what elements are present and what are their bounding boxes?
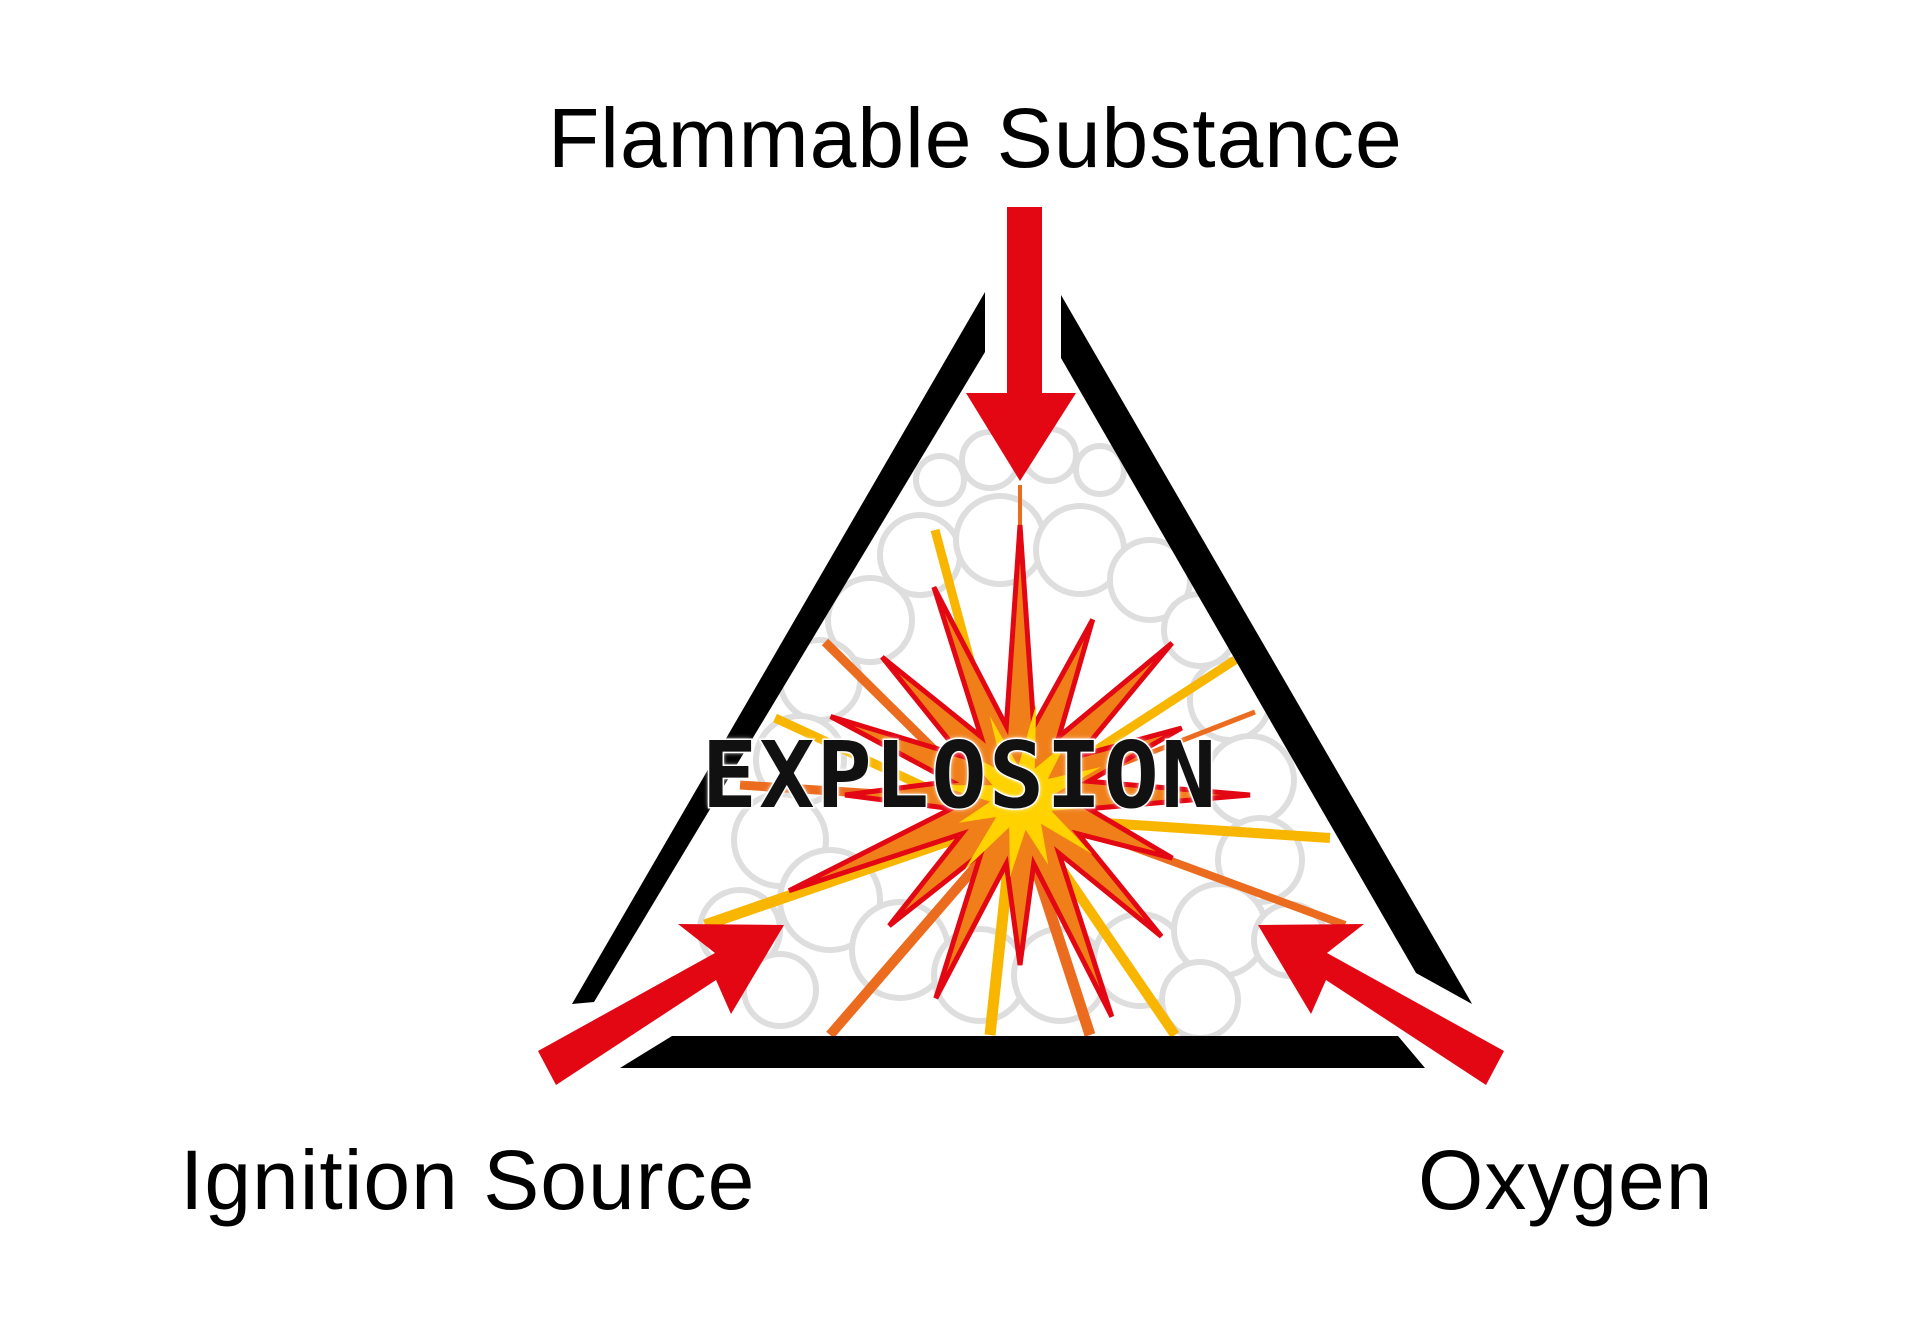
burst-inner-shape [937, 704, 1102, 878]
explosion-ray [826, 846, 994, 1039]
triangle-right-side [1061, 295, 1472, 1004]
arrow-up-right-icon [538, 924, 784, 1085]
fire-triangle [572, 292, 1472, 1068]
label-flammable-substance: Flammable Substance [548, 91, 1403, 185]
label-oxygen: Oxygen [1418, 1133, 1714, 1227]
triangle-bottom-side [620, 1036, 1425, 1068]
label-ignition-source: Ignition Source [180, 1133, 756, 1227]
smoke-cloud-icon [697, 426, 1329, 1041]
explosion-label: EXPLOSION [700, 722, 1219, 829]
arrow-up-left-icon [1258, 924, 1504, 1085]
explosion-burst-icon [787, 524, 1251, 1018]
triangle-left-side [572, 292, 985, 1004]
explosion-ray [703, 824, 982, 931]
arrow-down-icon [966, 207, 1076, 481]
